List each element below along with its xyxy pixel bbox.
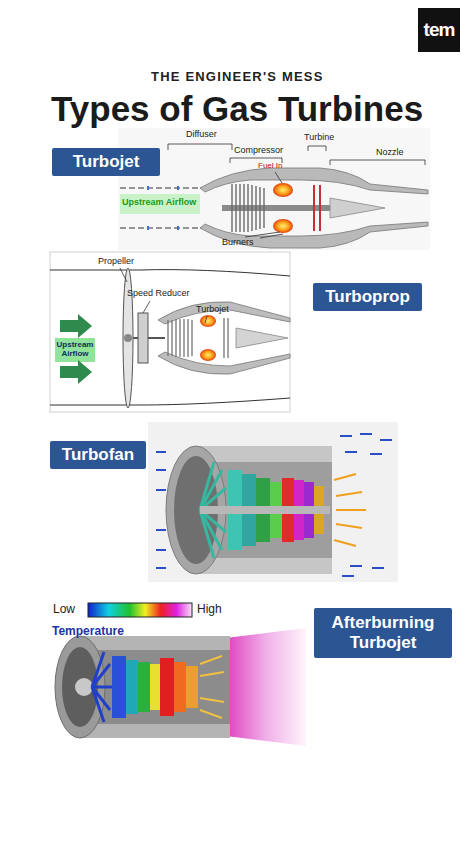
brand-name: THE ENGINEER'S MESS	[151, 70, 324, 84]
node-text: Turbojet	[73, 152, 140, 172]
part-label: Turbine	[304, 133, 334, 143]
node-text-group: Upstream Airflow	[56, 341, 94, 359]
part-label: Diffuser	[186, 130, 217, 140]
part-label: Speed Reducer	[127, 289, 190, 299]
type-badge: Turbofan	[50, 441, 146, 469]
airflow-box: Upstream Airflow	[55, 338, 95, 362]
logo-box: tem	[418, 8, 460, 52]
scale-label: High	[197, 603, 222, 616]
title-text: Types of Gas Turbines	[51, 89, 423, 129]
node-text-group: Turboprop	[325, 287, 410, 307]
turbofan-illustration	[148, 422, 398, 582]
node-text-group: tem	[424, 19, 455, 41]
temperature-scale	[88, 603, 192, 617]
turboprop-illustration	[50, 252, 290, 412]
node-text-group: Afterburning Turbojet	[320, 613, 446, 652]
node-text: Turboprop	[325, 287, 410, 307]
type-badge: Afterburning Turbojet	[314, 608, 452, 658]
node-text: Afterburning Turbojet	[320, 613, 446, 652]
node-text-group: Turbofan	[62, 445, 134, 465]
flow-label: Upstream Airflow	[122, 198, 196, 208]
type-badge: Turboprop	[313, 283, 422, 311]
turbojet-illustration	[118, 128, 430, 250]
part-label: Nozzle	[376, 148, 404, 158]
node-text: Turbofan	[62, 445, 134, 465]
node-text-group: Turbojet	[73, 152, 140, 172]
part-label: Fuel In	[258, 162, 282, 171]
scale-label: Low	[53, 603, 75, 616]
node-text: tem	[424, 19, 455, 41]
part-label: Compressor	[234, 146, 283, 156]
type-badge: Turbojet	[52, 148, 160, 176]
part-label: Turbojet	[196, 305, 229, 315]
scale-title: Temperature	[52, 625, 124, 638]
node-text: Upstream Airflow	[56, 341, 94, 359]
part-label: Propeller	[98, 257, 134, 267]
part-label: Burners	[222, 238, 254, 248]
